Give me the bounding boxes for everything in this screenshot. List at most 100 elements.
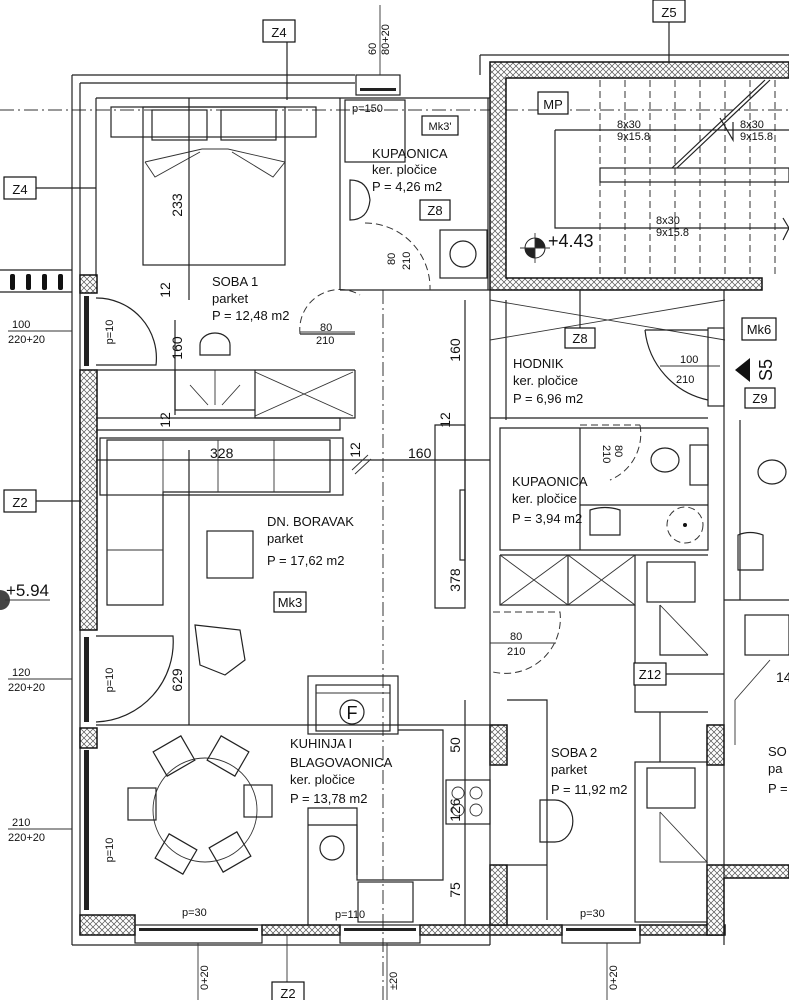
tag-mp: MP [543, 97, 563, 112]
hatched-wall-left-small [79, 727, 98, 749]
tag-z5: Z5 [661, 5, 676, 20]
tag-mp-box [537, 91, 569, 115]
level-left: +5.94 [6, 581, 49, 600]
room-boravak-area: P = 17,62 m2 [267, 553, 344, 568]
hatched-wall-left [79, 369, 98, 631]
room-bath1-floor: ker. pločice [372, 162, 437, 177]
door-swing-bath1 [364, 222, 431, 291]
dishwasher-icon [319, 835, 345, 861]
stair-dim-1a: 8x30 [617, 119, 641, 131]
hatched-wall-bottom-mid [261, 924, 341, 936]
door-soba2-h: 210 [507, 646, 525, 658]
door-swing-bath2 [580, 424, 642, 481]
room-kuhinja-area: P = 13,78 m2 [290, 791, 367, 806]
dim-50: 50 [447, 737, 463, 753]
door-left1-sill: p=10 [104, 320, 116, 345]
room-hodnik-name: HODNIK [513, 356, 564, 371]
room-soba2-area: P = 11,92 m2 [551, 782, 628, 797]
coffee-table [206, 530, 254, 579]
tag-z9-box [744, 387, 776, 409]
door-soba2-w: 80 [510, 631, 522, 643]
door-entry-w: 100 [680, 354, 698, 366]
dim-75: 75 [447, 882, 463, 898]
washbasin-3 [737, 531, 764, 571]
room-kuhinja-name1: KUHINJA I [290, 736, 352, 751]
tag-z8-bath-box [419, 199, 451, 221]
kitchen-sink-icon [357, 881, 414, 923]
level-marker-left-icon [0, 590, 10, 610]
window-bottom-2 [339, 924, 421, 944]
window-top [355, 74, 401, 96]
door-bath2-h: 210 [600, 445, 612, 463]
window-bottom-1 [134, 924, 263, 944]
balcony-railing [0, 269, 72, 293]
door-swing-soba1 [299, 288, 361, 335]
tag-mk3p-box [421, 115, 459, 136]
dim-378: 378 [447, 568, 463, 592]
window-bottom-1-label: 0+20 [199, 965, 211, 990]
window-bottom-2-label: ±20 [388, 972, 400, 990]
toilet-1 [650, 447, 680, 473]
tag-z12: Z12 [639, 667, 661, 682]
hatched-pillar-1 [489, 724, 508, 766]
room-bath2-name: KUPAONICA [512, 474, 588, 489]
hatched-pillar-3 [706, 724, 725, 766]
room-hodnik-area: P = 6,96 m2 [513, 391, 583, 406]
room-boravak-name: DN. BORAVAK [267, 514, 354, 529]
stair-dim-3b: 9x15.8 [656, 227, 689, 239]
dining-table [127, 735, 273, 875]
tag-mk6-box [741, 317, 777, 341]
door-swing-left1 [95, 297, 158, 366]
chair-soba1 [199, 332, 231, 356]
wardrobe-x [254, 371, 354, 417]
tag-mk3-box [273, 591, 307, 613]
hatched-wall-bottom-left [79, 914, 136, 936]
left-door1-frame [84, 296, 89, 366]
room-hodnik-floor: ker. pločice [513, 373, 578, 388]
stair-dim-1b: 9x15.8 [617, 131, 650, 143]
kitchen-sill1: p=30 [182, 907, 207, 919]
room-kuhinja-name2: BLAGOVAONICA [290, 755, 393, 770]
tag-z2-bottom-box [271, 981, 305, 1000]
door-soba1-w: 80 [320, 322, 332, 334]
tag-z4-top-box [262, 19, 296, 43]
hatched-pillar-2 [489, 864, 508, 926]
door-left3-sill: p=10 [104, 838, 116, 863]
dim-wall-12-b: 12 [157, 412, 173, 428]
tag-mk3p: Mk3' [429, 121, 452, 133]
level-stair: +4.43 [548, 231, 594, 251]
dim-160-b: 160 [447, 338, 463, 362]
room-soba1-name: SOBA 1 [212, 274, 258, 289]
staircase-shaft [479, 54, 789, 291]
door-swing-left2 [95, 635, 174, 723]
tag-z4-left: Z4 [12, 182, 27, 197]
door-left2-h: 220+20 [8, 682, 45, 694]
door-bath1-w: 80 [386, 253, 398, 265]
dim-wall-12-d: 12 [437, 412, 453, 428]
tag-z9: Z9 [752, 391, 767, 406]
stair-direction-arrow-icon [735, 358, 750, 382]
room-soba2-name: SOBA 2 [551, 745, 597, 760]
room-bath1-name: KUPAONICA [372, 146, 448, 161]
dim-629: 629 [169, 668, 185, 692]
door-left1-w: 100 [12, 319, 30, 331]
room-bath2-area: P = 3,94 m2 [512, 511, 582, 526]
door-left2-sill: p=10 [104, 668, 116, 693]
window-bottom-3 [561, 924, 641, 944]
dim-160-c: 160 [408, 445, 432, 461]
stair-dim-2a: 8x30 [740, 119, 764, 131]
armchair [194, 624, 246, 676]
dim-160-a: 160 [169, 336, 185, 360]
level-marker-icon [520, 233, 550, 263]
room-soba1-floor: parket [212, 291, 249, 306]
washbasin-1 [349, 179, 371, 221]
room-right-area: P = [768, 781, 788, 796]
stair-landing-rail [599, 167, 789, 183]
door-swing-soba2 [492, 611, 561, 674]
door-left1-h: 220+20 [8, 334, 45, 346]
door-left3-h: 220+20 [8, 832, 45, 844]
stair-arrow [719, 117, 734, 143]
tag-z8-hall-box [564, 327, 596, 349]
wardrobe-x-soba2 [499, 554, 636, 606]
